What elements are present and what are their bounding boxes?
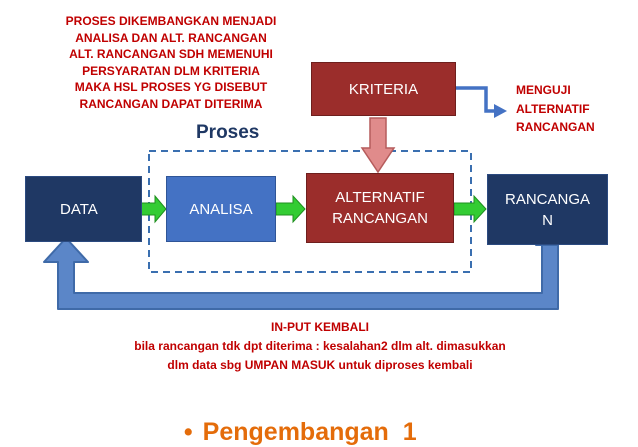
menguji-line: RANCANGAN: [516, 120, 595, 134]
arrow-menguji-head: [494, 104, 507, 118]
menguji-line: MENGUJI: [516, 83, 571, 97]
analisa-box: ANALISA: [166, 176, 276, 242]
rancangan-box: RANCANGA N: [487, 174, 608, 245]
rancangan-label-line2: N: [542, 211, 553, 229]
arrow-analisa-to-alternatif: [275, 194, 306, 224]
arrow-alternatif-to-rancangan: [453, 194, 487, 224]
alternatif-label-line1: ALTERNATIF: [335, 189, 425, 206]
top-note-line: ALT. RANCANGAN SDH MEMENUHI: [69, 47, 273, 61]
data-box: DATA: [25, 176, 142, 242]
alternatif-rancangan-box: ALTERNATIF RANCANGAN: [306, 173, 454, 243]
input-kembali-note: IN-PUT KEMBALI bila rancangan tdk dpt di…: [60, 318, 580, 375]
arrow-menguji: [454, 86, 496, 113]
proses-label: Proses: [196, 122, 260, 143]
top-note-line: PERSYARATAN DLM KRITERIA: [82, 63, 260, 78]
bullet-dot: •: [183, 418, 193, 446]
bullet-text: Pengembangan 1: [202, 418, 417, 446]
top-note-line: ANALISA DAN ALT. RANCANGAN: [75, 30, 267, 45]
top-note-line: PROSES DIKEMBANGKAN MENJADI: [65, 14, 277, 28]
top-note: PROSES DIKEMBANGKAN MENJADI ANALISA DAN …: [60, 13, 282, 112]
arrow-kriteria-down: [360, 117, 396, 174]
input-kembali-line: dlm data sbg UMPAN MASUK untuk diproses …: [167, 358, 473, 372]
kriteria-box: KRITERIA: [311, 62, 456, 116]
menguji-note: MENGUJI ALTERNATIF RANCANGAN: [516, 81, 595, 137]
menguji-line: ALTERNATIF: [516, 101, 590, 116]
rancangan-label-line1: RANCANGA: [504, 190, 590, 208]
analisa-label: ANALISA: [189, 200, 253, 218]
bullet-heading: • Pengembangan 1: [170, 389, 417, 447]
feedback-arrow: [43, 237, 559, 310]
input-kembali-title: IN-PUT KEMBALI: [271, 320, 369, 334]
process-frame: [148, 150, 472, 273]
top-note-line: MAKA HSL PROSES YG DISEBUT: [74, 80, 268, 94]
input-kembali-line: bila rancangan tdk dpt diterima : kesala…: [134, 339, 506, 353]
data-label: DATA: [60, 200, 98, 218]
alternatif-label-line2: RANCANGAN: [332, 210, 428, 227]
top-note-line: RANCANGAN DAPAT DITERIMA: [79, 96, 263, 111]
kriteria-label: KRITERIA: [348, 80, 419, 98]
arrow-data-to-analisa: [140, 194, 167, 224]
